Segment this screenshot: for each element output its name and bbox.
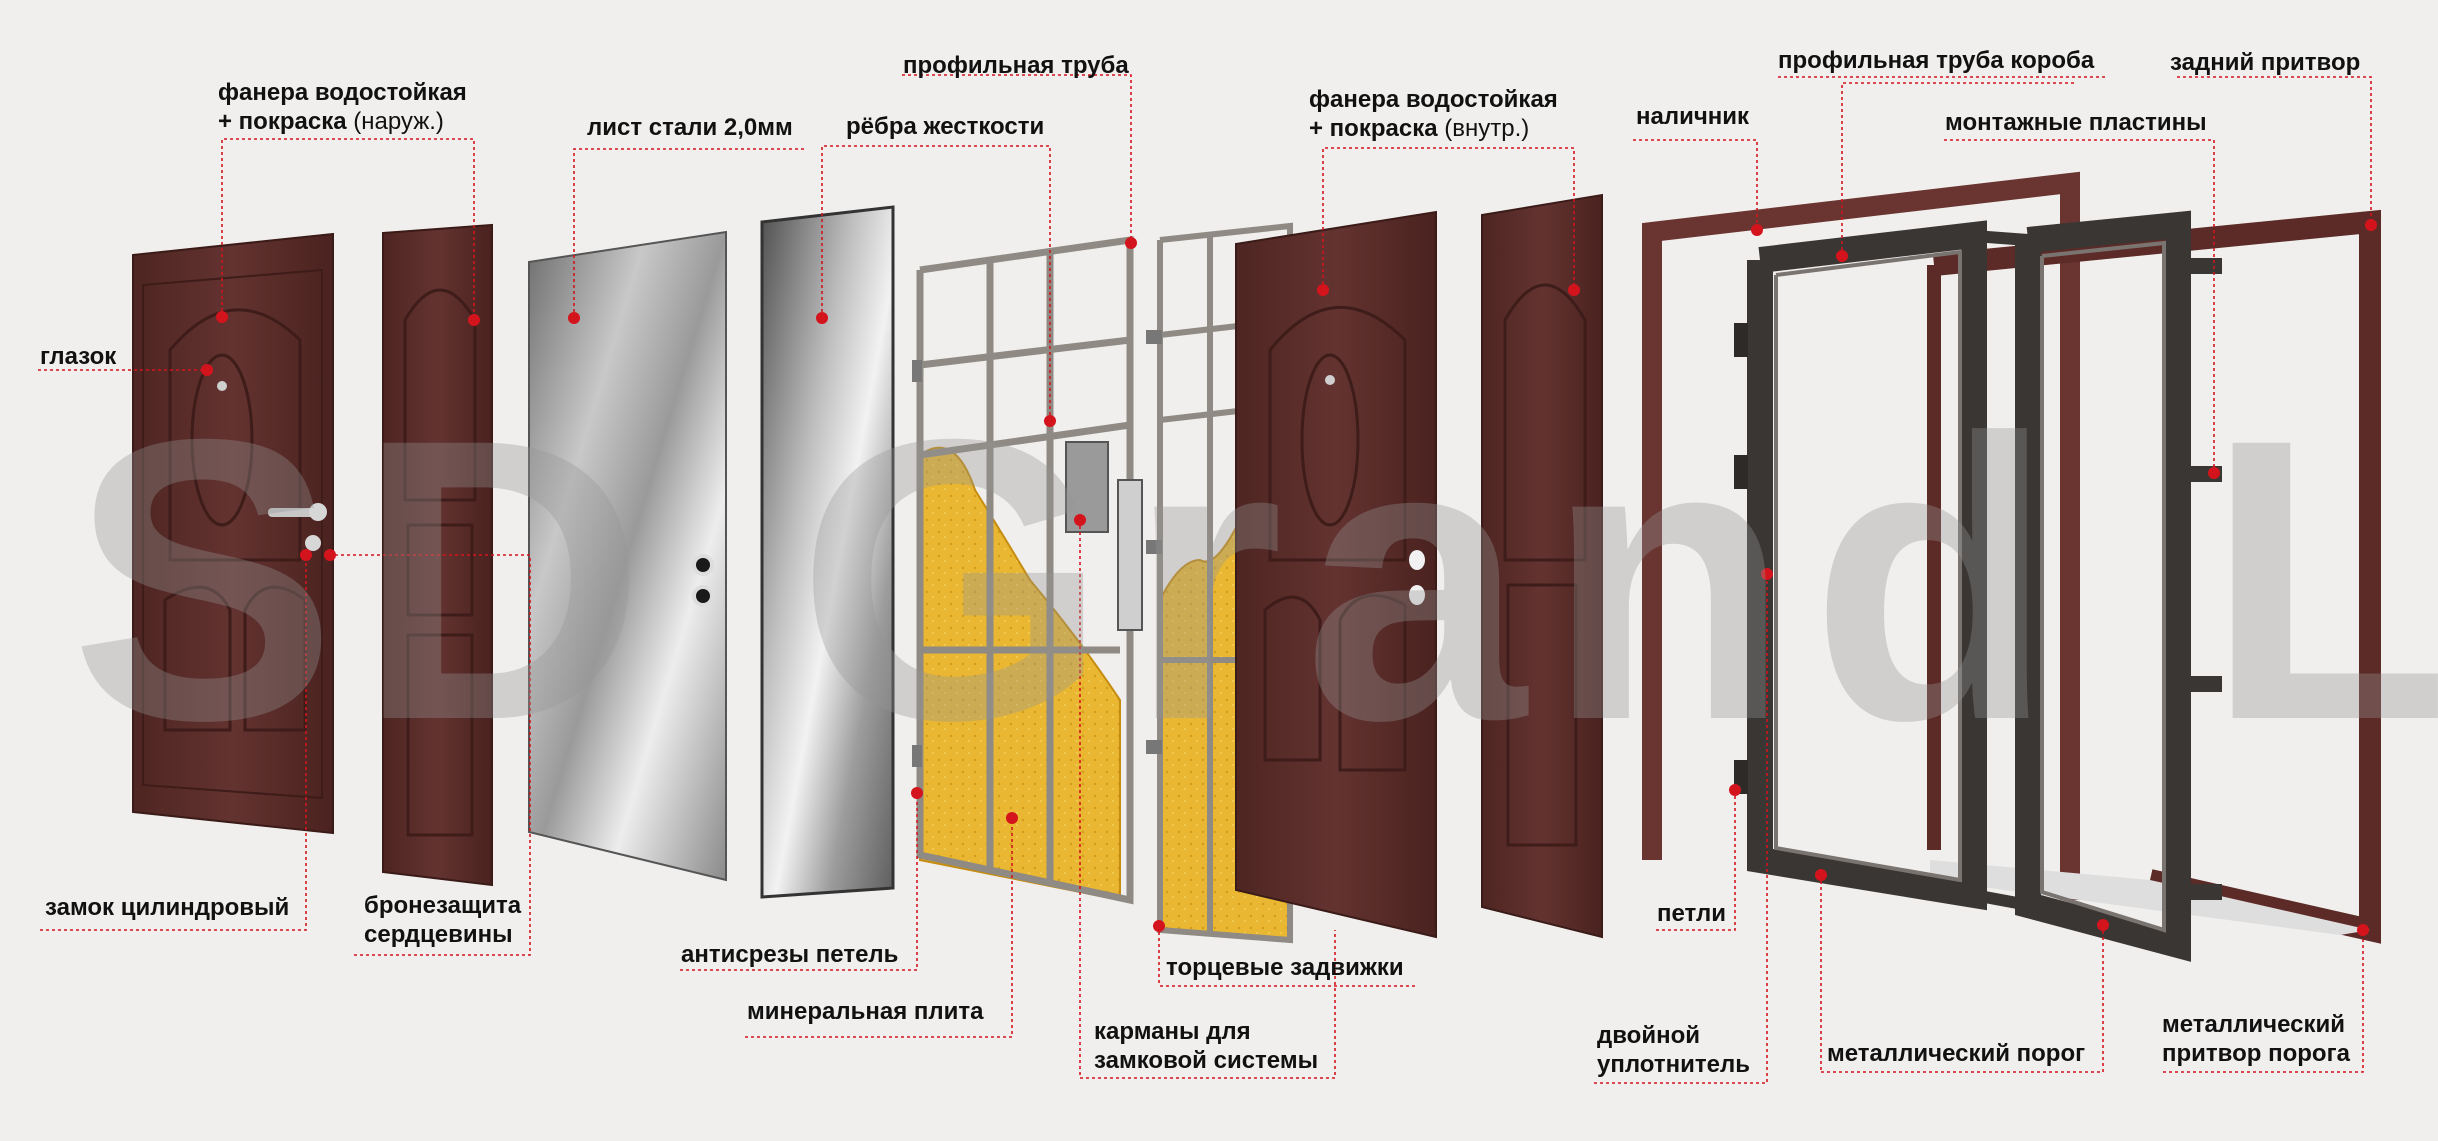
door-frame-assembly — [1642, 171, 2381, 962]
label-steel-sheet: лист стали 2,0мм — [587, 114, 793, 141]
label-peephole: глазок — [40, 343, 117, 370]
hinge — [1734, 323, 1748, 357]
cylinder-lock-icon — [305, 535, 321, 551]
label-mineral: минеральная плита — [747, 998, 984, 1025]
marker-dots — [201, 219, 2377, 936]
label-hinges: петли — [1657, 900, 1726, 927]
lock-pocket — [1065, 441, 1109, 533]
peephole-icon — [217, 381, 227, 391]
label-cylinder-lock: замок цилиндровый — [45, 894, 290, 921]
label-casing: наличник — [1636, 103, 1750, 130]
door-handle — [268, 508, 322, 517]
label-box-tube: профильная труба короба — [1778, 47, 2095, 74]
label-outer-plywood: фанера водостойкая + покраска (наруж.) — [218, 79, 467, 135]
hinge — [1734, 455, 1748, 489]
label-profile-tube: профильная труба — [903, 52, 1129, 79]
label-metal-threshold: металлический порог — [1827, 1040, 2086, 1067]
steel-sheet-back — [760, 205, 895, 899]
label-anti-cut: антисрезы петель — [681, 941, 899, 968]
profile-frame-with-insulation — [912, 235, 1143, 905]
label-ribs: рёбра жесткости — [846, 113, 1045, 140]
inner-door-panel — [1235, 210, 1437, 939]
label-rear-seal: задний притвор — [2170, 49, 2361, 76]
inner-plywood-panel — [1481, 193, 1603, 939]
label-end-bolts: торцевые задвижки — [1166, 954, 1404, 981]
leader-lines — [38, 74, 2372, 1084]
label-mount-plates: монтажные пластины — [1945, 109, 2207, 136]
outer-door-panel — [132, 232, 334, 835]
label-inner-plywood: фанера водостойкая + покраска (внутр.) — [1309, 86, 1558, 142]
steel-sheet-front — [528, 230, 727, 882]
